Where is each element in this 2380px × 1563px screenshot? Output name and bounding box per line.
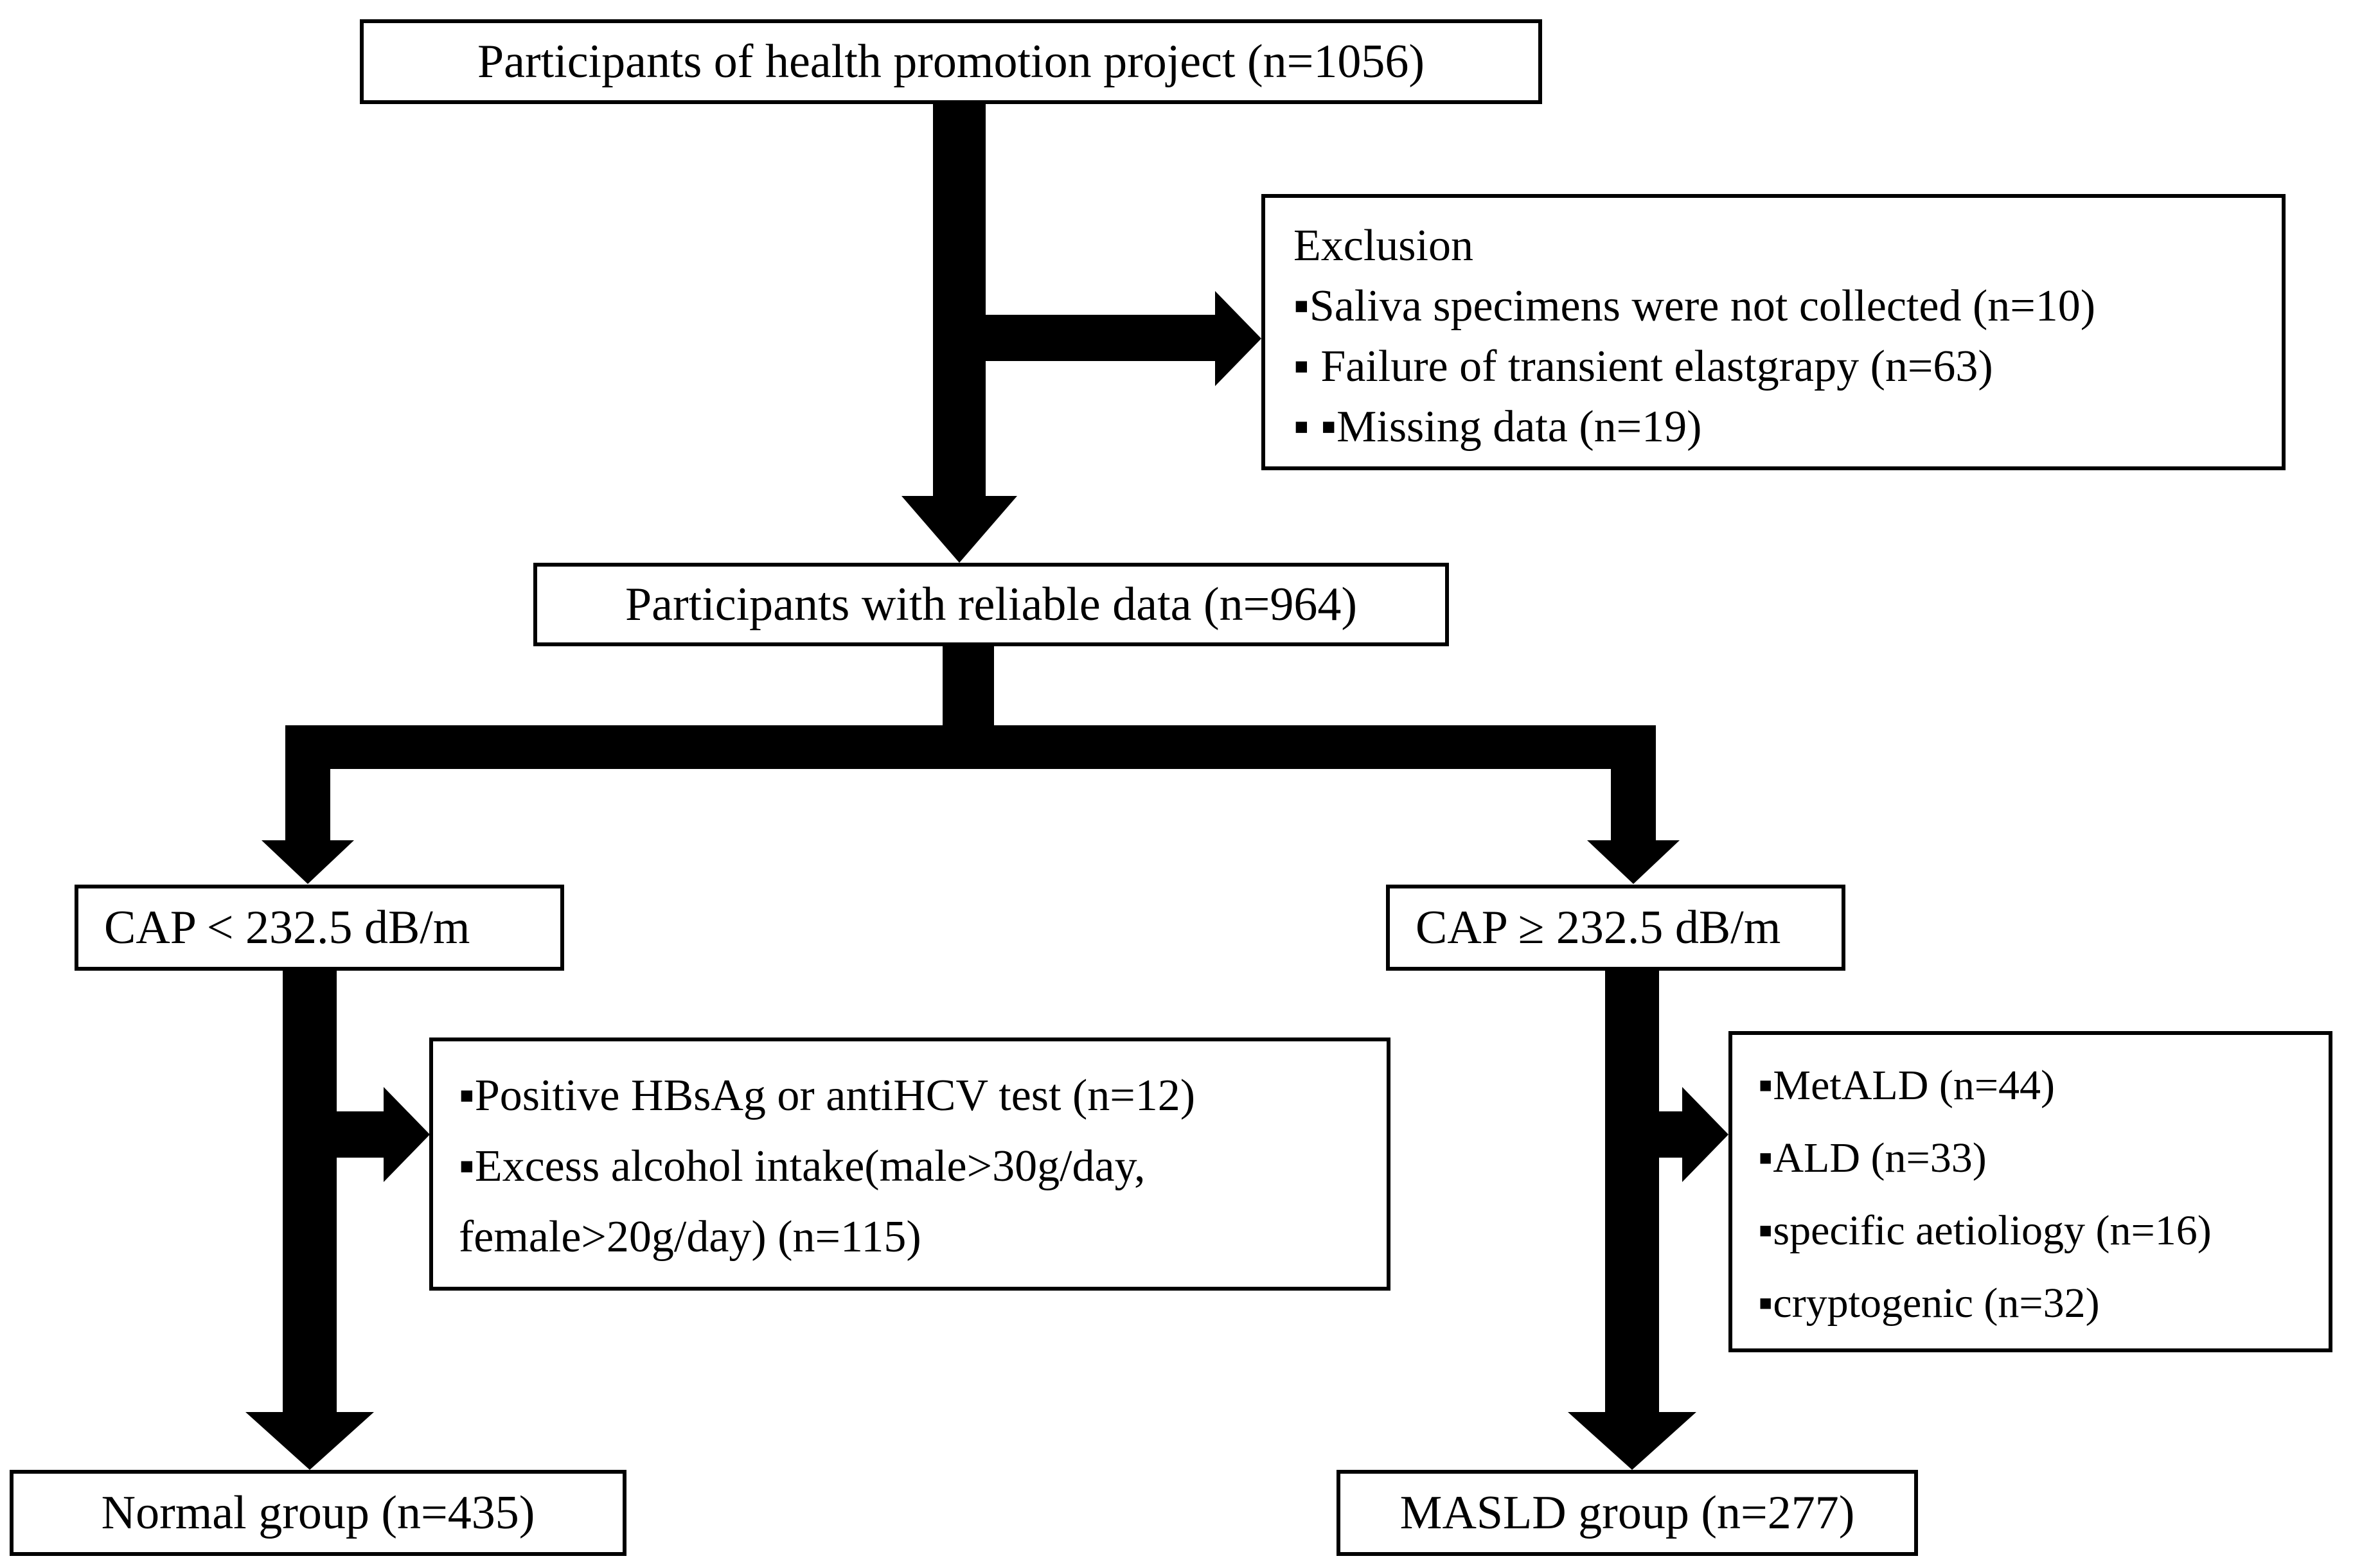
arrow-branch-caphigh-subgroups-shaft <box>1658 1111 1683 1158</box>
caplow-exclusion-item: ▪Positive HBsAg or antiHCV test (n=12) <box>459 1071 1196 1120</box>
arrow-caplow-to-normal-shaft <box>283 969 337 1414</box>
box-caphigh-subgroups: ▪MetALD (n=44) ▪ALD (n=33) ▪specific aet… <box>1728 1031 2332 1352</box>
split-right-head-icon <box>1587 840 1680 884</box>
box-participants-total: Participants of health promotion project… <box>360 19 1542 104</box>
arrow-caplow-to-normal-head-icon <box>245 1412 374 1470</box>
box-cap-high: CAP ≥ 232.5 dB/m <box>1386 885 1845 971</box>
caphigh-subgroup-item: ▪MetALD (n=44) <box>1758 1062 2056 1109</box>
split-stem <box>943 645 994 727</box>
box-caplow-exclusions: ▪Positive HBsAg or antiHCV test (n=12) ▪… <box>429 1038 1390 1291</box>
caplow-exclusion-item: ▪Excess alcohol intake(male>30g/day, <box>459 1142 1146 1191</box>
box-cap-low: CAP < 232.5 dB/m <box>75 885 564 971</box>
caplow-exclusion-item: female>20g/day) (n=115) <box>459 1212 921 1262</box>
arrow-caphigh-to-masld-head-icon <box>1568 1412 1696 1470</box>
exclusion-item: ▪Saliva specimens were not collected (n=… <box>1293 281 2096 331</box>
cap-low-label: CAP < 232.5 dB/m <box>104 901 470 954</box>
arrow-total-to-reliable-head-icon <box>901 496 1017 563</box>
split-left-shaft <box>285 768 330 841</box>
masld-group-label: MASLD group (n=277) <box>1399 1486 1855 1539</box>
caphigh-subgroup-item: ▪cryptogenic (n=32) <box>1758 1280 2100 1327</box>
arrow-branch-exclusion-head-icon <box>1215 291 1261 386</box>
arrow-caphigh-to-masld-shaft <box>1605 969 1659 1414</box>
box-normal-group: Normal group (n=435) <box>10 1470 626 1556</box>
caphigh-subgroup-item: ▪specific aetioliogy (n=16) <box>1758 1207 2212 1254</box>
participants-reliable-label: Participants with reliable data (n=964) <box>625 578 1358 631</box>
cap-high-label: CAP ≥ 232.5 dB/m <box>1416 901 1781 954</box>
exclusion-item: ▪ ▪Missing data (n=19) <box>1293 402 1702 452</box>
exclusion-title: Exclusion <box>1293 221 1473 270</box>
arrow-branch-caphigh-subgroups-head-icon <box>1682 1087 1728 1182</box>
box-masld-group: MASLD group (n=277) <box>1337 1470 1918 1556</box>
box-exclusion: Exclusion ▪Saliva specimens were not col… <box>1261 194 2286 470</box>
box-participants-reliable: Participants with reliable data (n=964) <box>533 563 1449 646</box>
split-right-shaft <box>1611 768 1656 841</box>
arrow-branch-caplow-exclusion-head-icon <box>384 1087 430 1182</box>
arrow-branch-exclusion-shaft <box>984 315 1216 361</box>
exclusion-item: ▪ Failure of transient elastgrapy (n=63) <box>1293 342 1993 391</box>
arrow-branch-caplow-exclusion-shaft <box>335 1111 384 1158</box>
split-left-head-icon <box>262 840 354 884</box>
caphigh-subgroup-item: ▪ALD (n=33) <box>1758 1135 1987 1181</box>
arrow-total-to-reliable-shaft <box>933 102 986 497</box>
normal-group-label: Normal group (n=435) <box>101 1486 535 1539</box>
participants-total-label: Participants of health promotion project… <box>477 35 1425 88</box>
split-bar <box>285 725 1656 769</box>
